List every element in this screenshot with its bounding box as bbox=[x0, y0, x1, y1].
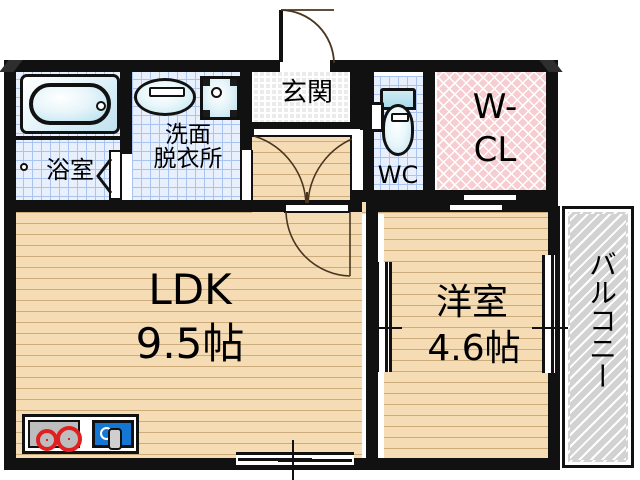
room-size-ldk: 9.5帖 bbox=[135, 319, 245, 368]
room-floor-entrance bbox=[252, 70, 362, 122]
interior-wall-genkan-step bbox=[252, 122, 362, 129]
room-size-bedroom: 4.6帖 bbox=[427, 328, 521, 369]
folding-door-swing-icon bbox=[253, 135, 361, 212]
pan-corner bbox=[203, 110, 210, 117]
toilet-seat-icon bbox=[390, 113, 410, 122]
stove-burner bbox=[56, 426, 82, 452]
room-label-toilet: WC bbox=[377, 161, 419, 189]
room-floor-closet bbox=[437, 70, 552, 202]
sink-faucet-icon bbox=[149, 87, 185, 98]
wc-door[interactable] bbox=[352, 130, 363, 190]
ldk-sliding-window[interactable] bbox=[236, 452, 354, 468]
interior-wall-wetarea-bottom bbox=[4, 200, 352, 212]
exterior-wall-left bbox=[4, 60, 16, 470]
bathtub-ledge bbox=[16, 136, 122, 140]
kitchen-faucet-icon bbox=[108, 428, 122, 450]
slider-pane bbox=[551, 255, 554, 373]
interior-wall-bath-washroom bbox=[120, 60, 132, 154]
bathtub-drain-icon bbox=[96, 101, 106, 111]
closet-door[interactable] bbox=[462, 193, 518, 202]
entrance-door-opening[interactable] bbox=[280, 60, 330, 72]
interior-sliding-door[interactable] bbox=[376, 262, 392, 372]
pan-corner bbox=[230, 79, 237, 86]
pan-drain-icon bbox=[211, 87, 222, 98]
slider-pane bbox=[385, 262, 388, 372]
sink-icon bbox=[134, 78, 196, 116]
stove-burner bbox=[36, 429, 58, 451]
room-label-bath: 浴室 bbox=[46, 156, 94, 184]
window-pane bbox=[238, 458, 312, 461]
bath-floor-drain-icon bbox=[20, 163, 28, 171]
washing-machine-pan-icon bbox=[200, 76, 240, 120]
entrance-door-panel[interactable] bbox=[279, 10, 283, 62]
exterior-wall-entrance-top-left bbox=[252, 60, 280, 72]
room-label-bedroom: 洋室 bbox=[435, 282, 508, 323]
pan-corner bbox=[230, 110, 237, 117]
slider-center-mark bbox=[366, 327, 402, 329]
gas-stove-icon bbox=[28, 420, 82, 452]
balcony-outer-frame bbox=[562, 206, 634, 468]
balcony-sliding-glass-door[interactable] bbox=[542, 255, 558, 373]
toilet-icon bbox=[382, 104, 414, 156]
pan-corner bbox=[203, 79, 210, 86]
exterior-wall-right-upper bbox=[546, 60, 558, 212]
bedroom-window[interactable] bbox=[448, 203, 504, 212]
interior-wall-wc-right bbox=[423, 60, 435, 202]
room-label-ldk: LDK bbox=[148, 265, 232, 314]
window-pane bbox=[278, 459, 352, 462]
bathroom-door-swing-icon bbox=[96, 158, 112, 194]
room-label-balcony: バルコニー bbox=[585, 250, 618, 390]
entrance-swing-door-arc-icon bbox=[280, 9, 335, 64]
balcony-slider-center-mark bbox=[532, 327, 568, 329]
ldk-swing-door[interactable] bbox=[284, 203, 350, 213]
bathtub-icon bbox=[20, 74, 120, 134]
exterior-wall-top-right bbox=[362, 60, 558, 72]
window-center-mark bbox=[292, 440, 294, 480]
interior-wall-wc-bottom bbox=[350, 190, 435, 202]
ldk-door-swing-icon bbox=[285, 212, 351, 277]
room-floor-bedroom bbox=[384, 206, 552, 462]
washroom-door[interactable] bbox=[240, 150, 253, 200]
interior-wall-ldk-bedroom bbox=[366, 202, 378, 470]
interior-wall-wc-left bbox=[362, 60, 374, 202]
kitchen-sink-icon bbox=[92, 420, 134, 450]
room-label-closet: W- CL bbox=[472, 87, 518, 170]
bathroom-folding-door[interactable] bbox=[109, 150, 122, 200]
room-floor-balcony-fill bbox=[570, 214, 626, 460]
room-label-washroom: 洗面 脱衣所 bbox=[153, 122, 223, 172]
room-label-entrance: 玄関 bbox=[280, 78, 333, 108]
toilet-paper-holder-icon bbox=[369, 102, 384, 132]
interior-wall-washroom-hall bbox=[240, 60, 252, 154]
